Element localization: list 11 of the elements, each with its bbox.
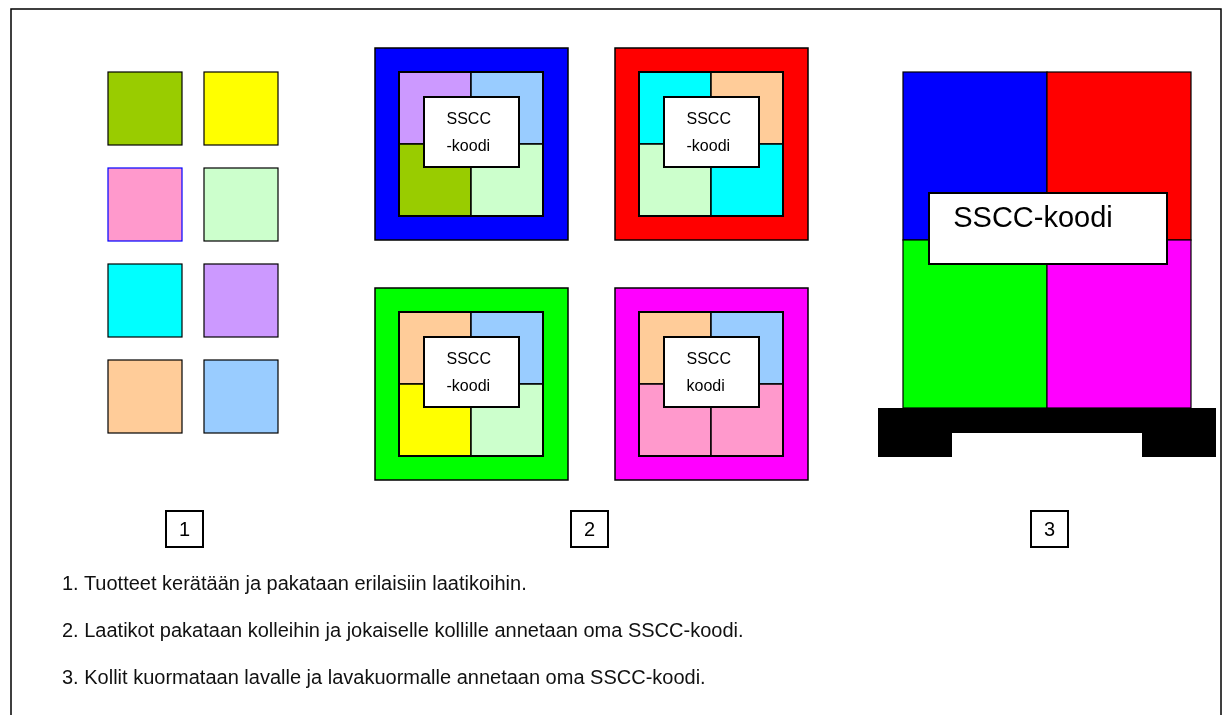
label-box: SSCC -koodi: [423, 336, 520, 408]
step-text: 3. Kollit kuormataan lavalle ja lavakuormalle annetaan oma SSCC-koodi.: [62, 666, 706, 689]
number-box: 2: [570, 510, 609, 548]
label-box: SSCC-koodi: [928, 192, 1168, 265]
number-box: 3: [1030, 510, 1069, 548]
label-box: SSCC -koodi: [663, 96, 760, 168]
label-box: SSCC -koodi: [423, 96, 520, 168]
step-text: 2. Laatikot pakataan kolleihin ja jokaiselle kollille annetaan oma SSCC-koodi.: [62, 619, 744, 642]
label-box: SSCC koodi: [663, 336, 760, 408]
step-text: 1. Tuotteet kerätään ja pakataan erilaisiin laatikoihin.: [62, 572, 527, 595]
number-box: 1: [165, 510, 204, 548]
